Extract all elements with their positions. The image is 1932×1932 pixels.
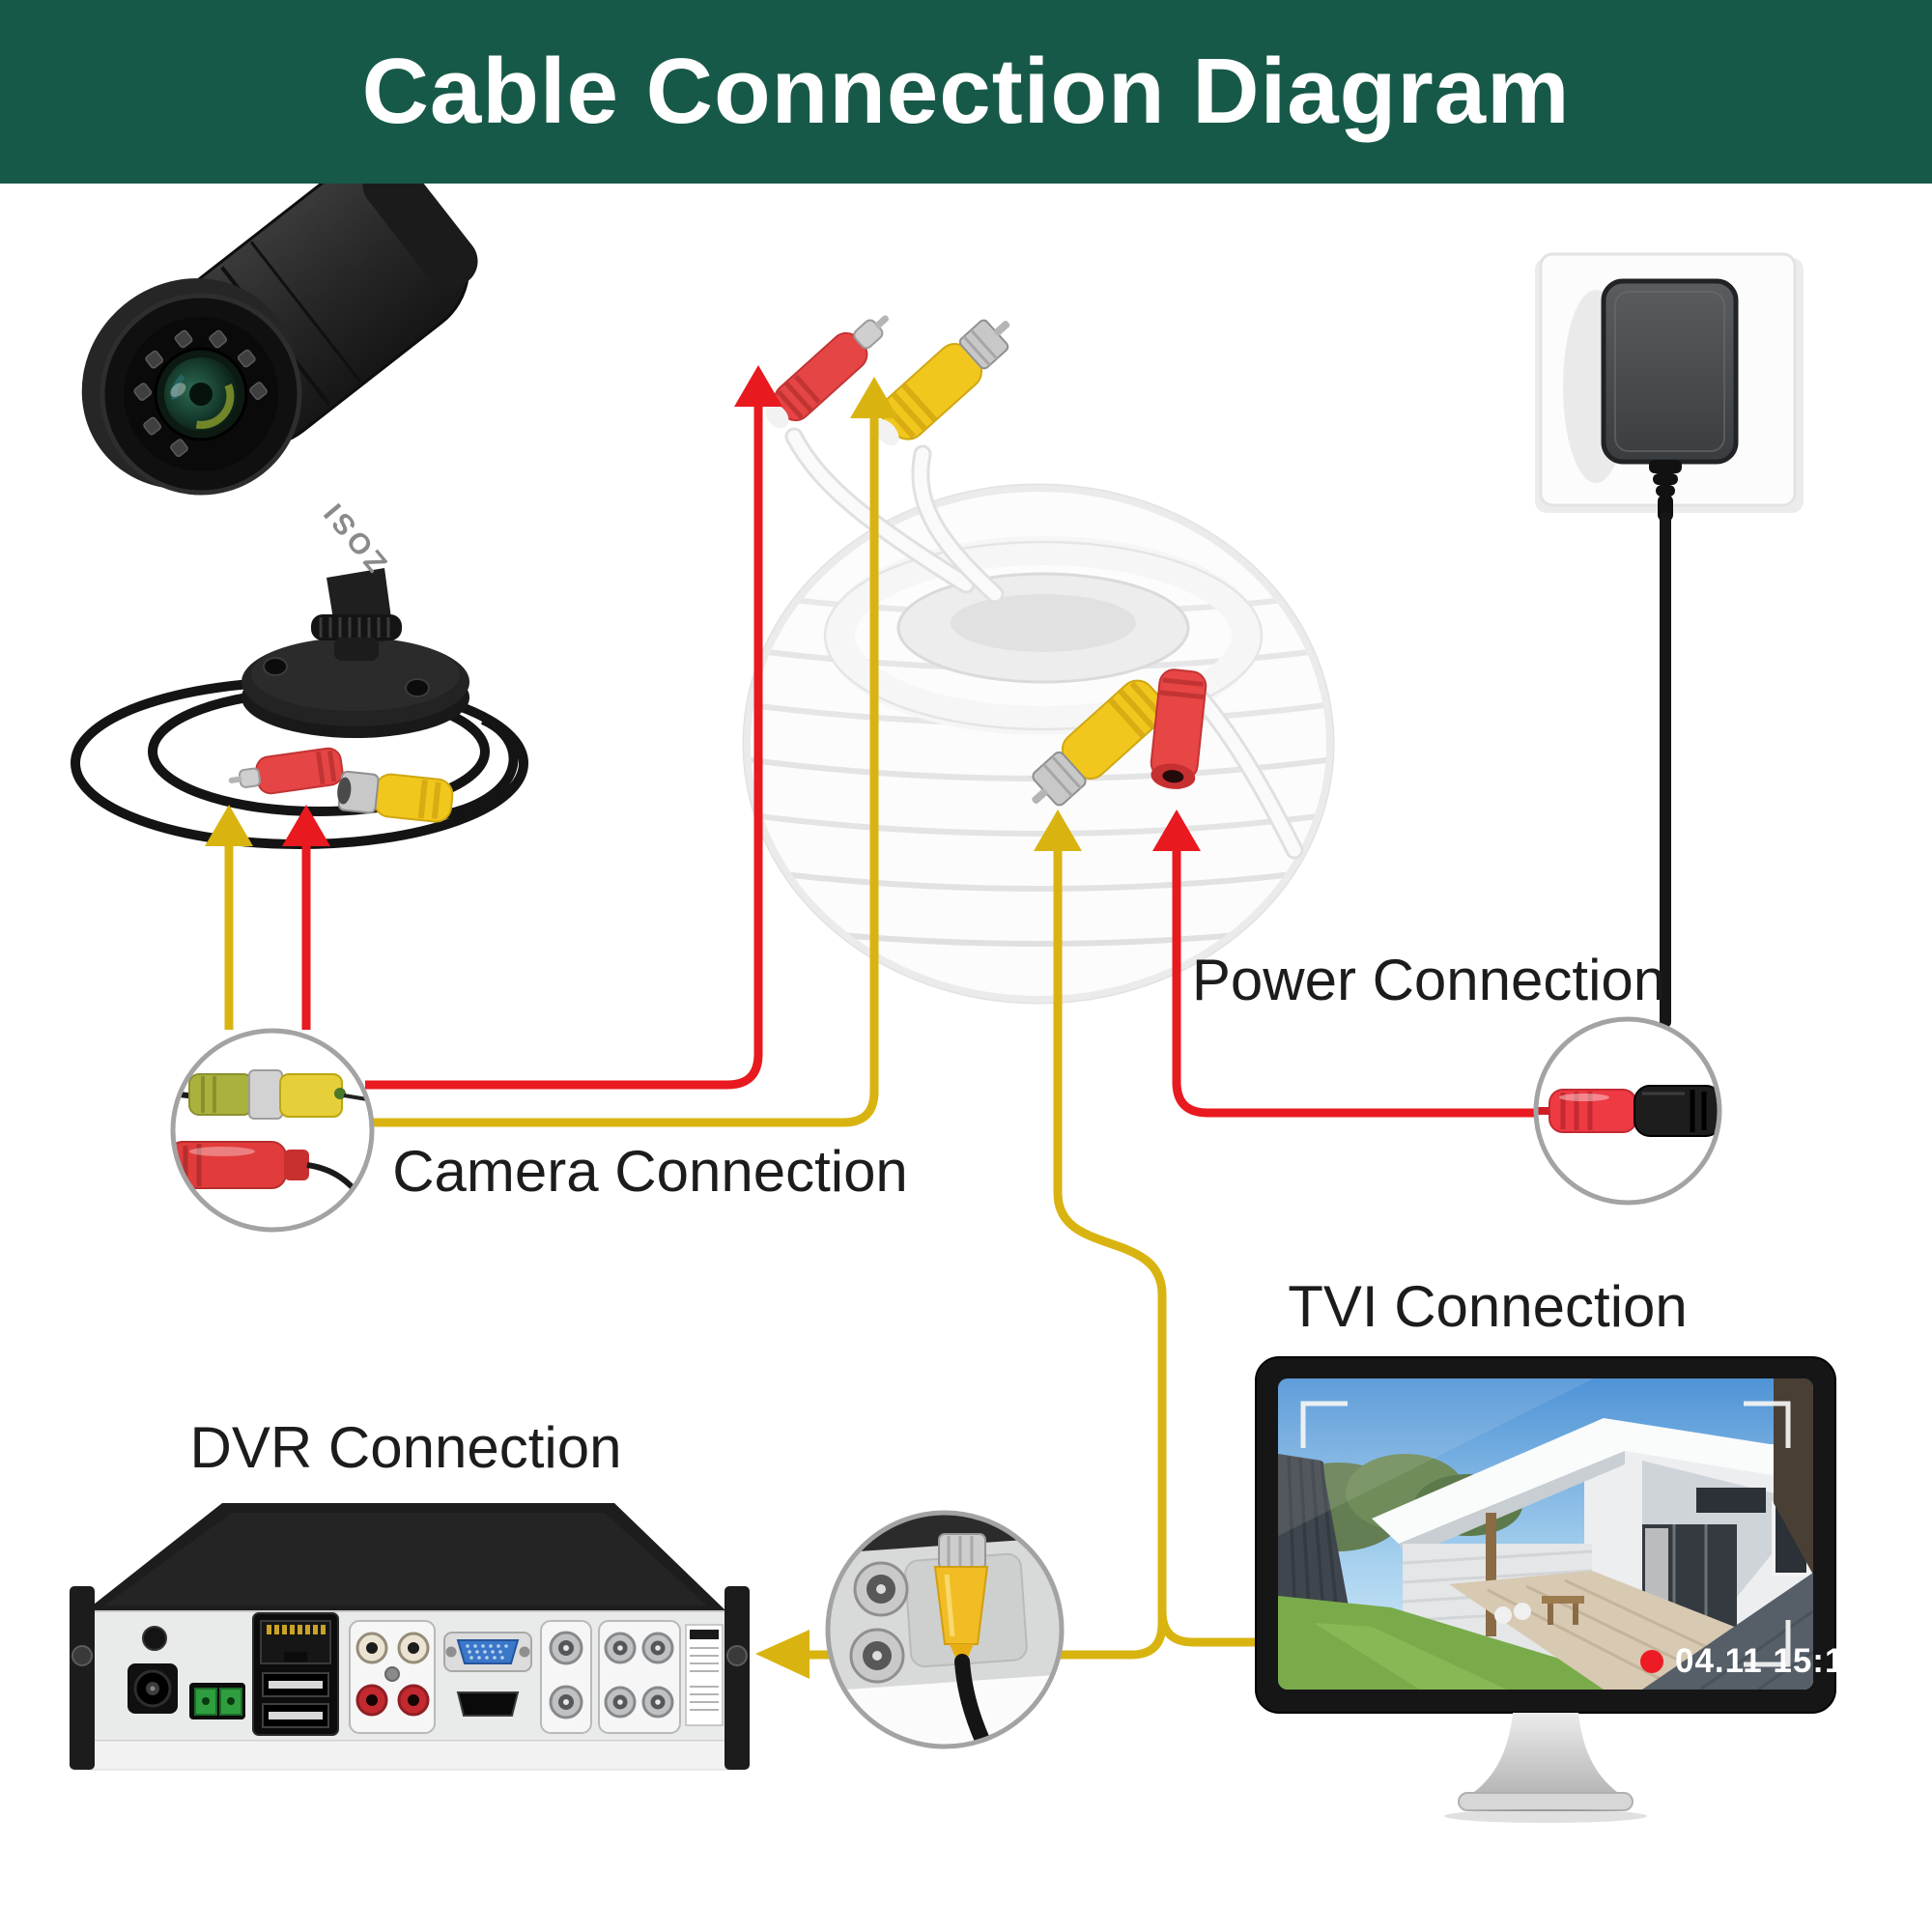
monitor-stand (1470, 1713, 1621, 1795)
dvr-audio-out-bnc (540, 1620, 592, 1734)
video-path (755, 810, 1260, 1679)
arrow-up-video-coil (1034, 810, 1082, 851)
adapter-body (1601, 278, 1739, 465)
coil-bottom-bnc-video-connector (1032, 679, 1167, 807)
camera-power-path (365, 365, 782, 1090)
dvr-screw-left (71, 1645, 93, 1666)
power-connection-label: Power Connection (1191, 948, 1666, 1012)
dvr-hdmi-port (456, 1691, 520, 1717)
coil-top-bnc-video-connector (873, 319, 1010, 446)
monitor-base (1458, 1792, 1634, 1811)
power-connection-inset (1533, 1016, 1722, 1206)
camera-pigtail-dc-connector (228, 747, 344, 795)
ir-led-ring (133, 329, 268, 458)
camera-lens (154, 347, 248, 441)
camera-illustration: ZOSI (71, 156, 528, 849)
arrow-up-red-coiltop (734, 365, 782, 407)
arrow-up-camera-video (205, 805, 253, 846)
cable-coil (742, 427, 1335, 1005)
dvr-connection-inset (825, 1510, 1065, 1749)
camera-mount-arm (311, 568, 402, 661)
monitor-illustration (1255, 1356, 1836, 1823)
monitor-screen (1278, 1378, 1813, 1690)
dvr-video-in-bnc (598, 1620, 681, 1734)
arrow-up-camera-power (282, 805, 330, 846)
power-path (1152, 810, 1536, 1118)
dvr-audio-in-ports (349, 1620, 436, 1734)
camera-brand: ZOSI (316, 495, 394, 579)
camera-connection-inset (170, 1028, 375, 1233)
dvr-ethernet-port (260, 1620, 331, 1664)
power-adapter (1535, 252, 1804, 522)
camera-body (81, 156, 478, 496)
camera-pigtail-arrows (205, 805, 330, 1030)
dvr-caution-label (685, 1624, 724, 1726)
dvr-power-ports (128, 1626, 245, 1719)
arrow-up-power-coil (1152, 810, 1201, 851)
recording-dot (1640, 1650, 1663, 1673)
camera-mount-base (242, 638, 469, 738)
camera-video-path (373, 377, 898, 1127)
viewfinder-brackets (1300, 1401, 1791, 1667)
page-header: Cable Connection Diagram (0, 0, 1932, 184)
dvr-network-usb-ports (252, 1612, 339, 1736)
dvr-connection-label: DVR Connection (189, 1415, 622, 1480)
tvi-connection-label: TVI Connection (1288, 1274, 1688, 1339)
coil-top-dc-power-connector (765, 315, 889, 429)
arrow-left-dvr (755, 1630, 810, 1679)
recording-timestamp: 04.11 15:15 (1675, 1642, 1864, 1680)
dvr-screw-right (726, 1645, 748, 1666)
coil-bottom-dc-power-connector (1150, 668, 1208, 789)
page-title: Cable Connection Diagram (361, 40, 1571, 143)
dvr-vga-port (443, 1632, 532, 1672)
connection-lines (205, 365, 1671, 1679)
recording-timestamp-overlay: 04.11 15:15 (1640, 1642, 1864, 1681)
dvr-illustration (70, 1503, 750, 1771)
camera-connection-label: Camera Connection (392, 1139, 908, 1204)
arrow-up-yellow-coiltop (850, 377, 898, 418)
adapter-strain-relief (1649, 460, 1682, 522)
camera-pigtail-bnc-connector (337, 770, 454, 823)
